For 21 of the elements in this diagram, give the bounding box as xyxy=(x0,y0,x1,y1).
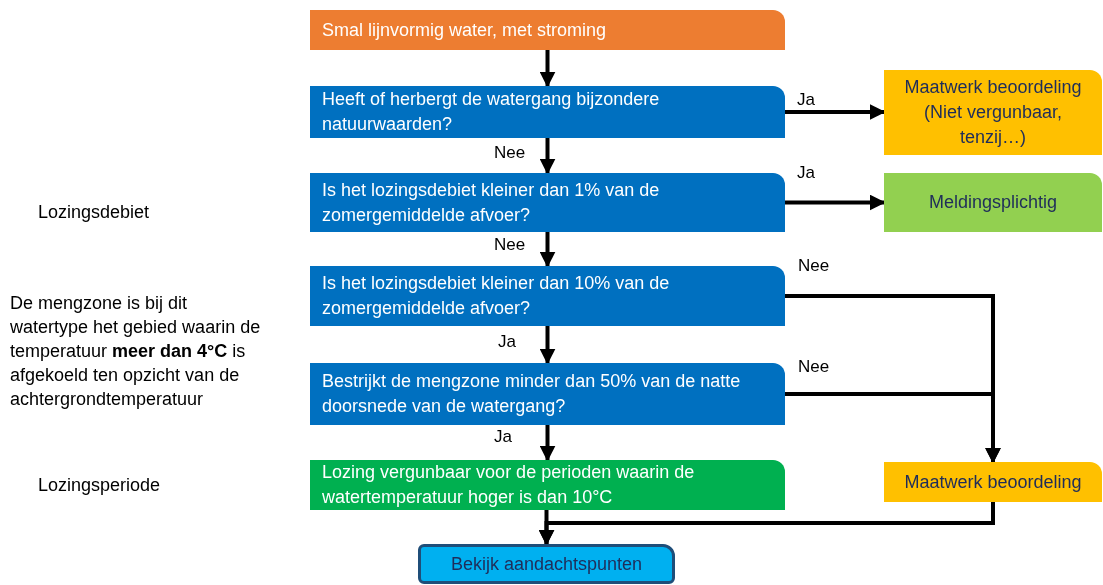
arrow xyxy=(539,425,556,462)
note-text: Lozingsdebiet xyxy=(38,201,150,224)
note-text: De mengzone is bij dit watertype het gebied waarin de temperatuur meer dan 4°C is afgekoeld ten opzicht van de achtergrondtemperatuur xyxy=(10,292,262,411)
arrow xyxy=(539,326,556,365)
arrow xyxy=(785,104,886,120)
outcome-box: Meldingsplichtig xyxy=(884,173,1102,232)
question-box: Bestrijkt de mengzone minder dan 50% van de natte doorsnede van de watergang? xyxy=(310,363,785,425)
start-box: Smal lijnvormig water, met stroming xyxy=(310,10,785,50)
arrow xyxy=(539,232,556,268)
arrow xyxy=(539,138,556,175)
note-text: Lozingsperiode xyxy=(38,474,161,497)
question-box: Is het lozingsdebiet kleiner dan 1% van de zomergemiddelde afvoer? xyxy=(310,173,785,232)
arrow xyxy=(538,502,995,546)
question-box: Heeft of herbergt de watergang bijzondere natuurwaarden? xyxy=(310,86,785,138)
arrow xyxy=(539,50,556,88)
outcome-box: Maatwerk beoordeling xyxy=(884,462,1102,502)
arrow xyxy=(785,194,886,211)
end-box: Bekijk aandachtspunten xyxy=(418,544,675,584)
outcome-box: Maatwerk beoordeling (Niet vergunbaar, tenzij…) xyxy=(884,70,1102,155)
outcome-box: Lozing vergunbaar voor de perioden waarin de watertemperatuur hoger is dan 10°C xyxy=(310,460,785,510)
question-box: Is het lozingsdebiet kleiner dan 10% van de zomergemiddelde afvoer? xyxy=(310,266,785,326)
